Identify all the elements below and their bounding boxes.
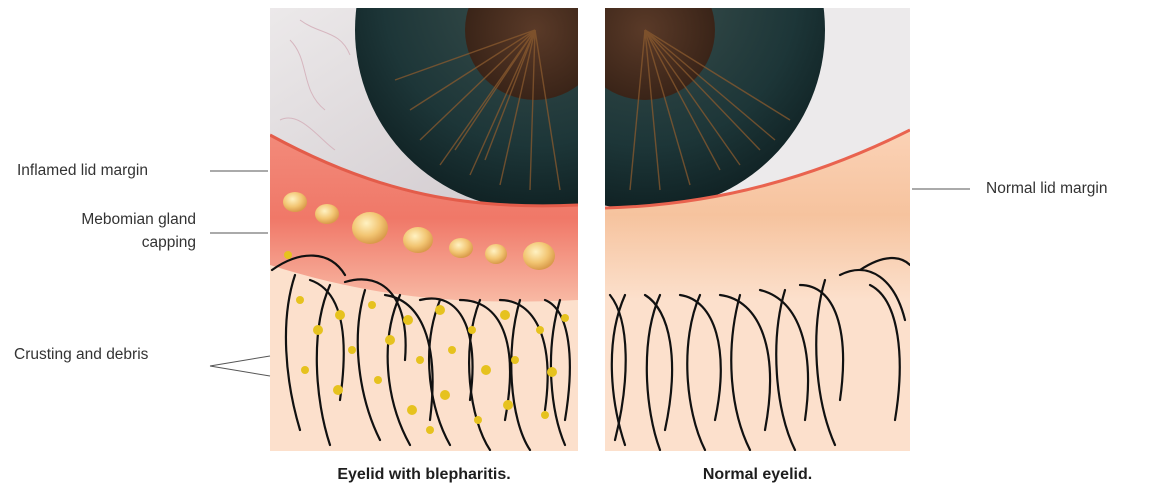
meibomian-label-line1: Mebomian gland [30,209,196,231]
crusting-label: Crusting and debris [14,344,148,366]
normal-lid-margin-label: Normal lid margin [986,178,1107,200]
caption-normal: Normal eyelid. [605,466,910,484]
caption-blepharitis: Eyelid with blepharitis. [270,466,578,484]
crusting-callout-line-1 [210,356,270,366]
meibomian-label-line2: capping [30,232,196,254]
crusting-callout-line-2 [210,366,270,376]
inflamed-lid-margin-label: Inflamed lid margin [17,160,148,182]
